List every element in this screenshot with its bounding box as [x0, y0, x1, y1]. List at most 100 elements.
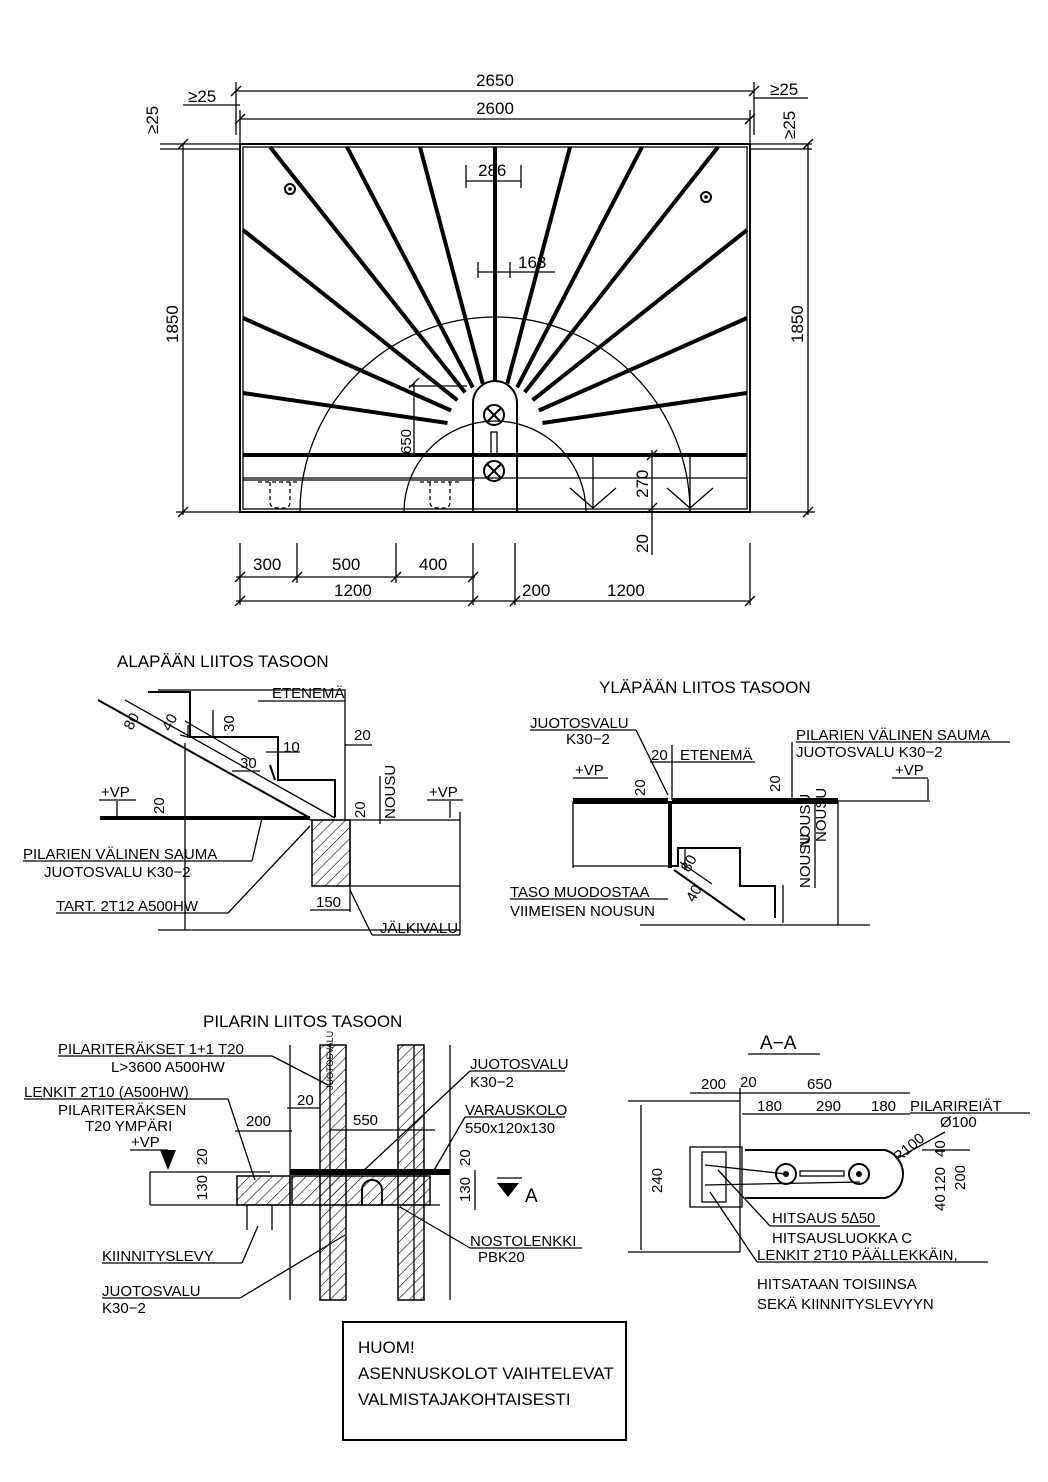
tread-line — [241, 228, 459, 402]
arc-large — [299, 316, 691, 513]
svg-text:30: 30 — [240, 755, 257, 772]
section-a-a: A−A 200 20 650 180 290 180 PILARIREIÄT Ø… — [628, 1033, 1030, 1313]
svg-text:T20 YMPÄRI: T20 YMPÄRI — [85, 1118, 172, 1135]
tread-line — [531, 228, 749, 402]
tread-line — [505, 146, 572, 385]
svg-text:40: 40 — [932, 1140, 949, 1157]
plan-outline — [239, 143, 751, 513]
svg-text:500: 500 — [332, 555, 360, 574]
svg-text:+VP: +VP — [895, 762, 924, 779]
detail-lower-connection: ALAPÄÄN LIITOS TASOON ETENEMÄ 80 40 30 1… — [23, 652, 463, 937]
tread-line — [268, 145, 467, 394]
svg-text:20: 20 — [457, 1149, 474, 1166]
svg-text:≥25: ≥25 — [780, 111, 799, 139]
svg-text:R100: R100 — [890, 1130, 928, 1166]
svg-text:40: 40 — [159, 711, 182, 734]
svg-text:PILARITERÄKSET 1+1 T20: PILARITERÄKSET 1+1 T20 — [58, 1041, 244, 1058]
tread-line — [418, 146, 485, 385]
svg-text:40: 40 — [683, 882, 706, 905]
svg-text:300: 300 — [253, 555, 281, 574]
center-column — [472, 380, 518, 512]
column-bolt-top-icon — [483, 404, 505, 426]
svg-text:130: 130 — [457, 1177, 474, 1202]
svg-text:PILARIEN VÄLINEN SAUMA: PILARIEN VÄLINEN SAUMA — [23, 846, 217, 863]
svg-text:NOUSU: NOUSU — [382, 765, 399, 819]
detail-column-connection: PILARIN LIITOS TASOON PILARITERÄKSET 1+1… — [24, 1012, 582, 1317]
svg-text:10: 10 — [283, 739, 300, 756]
svg-text:VARAUSKOLO: VARAUSKOLO — [465, 1102, 567, 1119]
svg-text:PILARITERÄKSEN: PILARITERÄKSEN — [58, 1102, 186, 1119]
svg-text:130: 130 — [194, 1175, 211, 1200]
detail-upper-title: YLÄPÄÄN LIITOS TASOON — [599, 678, 811, 697]
svg-text:Ø100: Ø100 — [940, 1114, 977, 1131]
svg-text:ETENEMÄ: ETENEMÄ — [272, 685, 345, 702]
svg-text:NOUSU: NOUSU — [813, 788, 830, 842]
svg-text:80: 80 — [121, 710, 144, 733]
svg-text:L>3600 A500HW: L>3600 A500HW — [111, 1059, 226, 1076]
svg-text:HITSAUS 5∆50: HITSAUS 5∆50 — [772, 1210, 875, 1227]
svg-text:LENKIT 2T10 PÄÄLLEKKÄIN,: LENKIT 2T10 PÄÄLLEKKÄIN, — [757, 1247, 958, 1264]
svg-text:20: 20 — [194, 1148, 211, 1165]
tread-line — [515, 146, 644, 389]
detail-lower-title: ALAPÄÄN LIITOS TASOON — [117, 652, 329, 671]
svg-text:20: 20 — [151, 797, 168, 814]
svg-text:JUOTOSVALU K30−2: JUOTOSVALU K30−2 — [44, 864, 191, 881]
svg-text:30: 30 — [221, 715, 238, 732]
svg-text:ETENEMÄ: ETENEMÄ — [680, 747, 753, 764]
svg-text:80: 80 — [678, 852, 701, 875]
svg-text:A: A — [525, 1186, 538, 1207]
svg-text:+VP: +VP — [101, 784, 130, 801]
anchor-hole-left-icon — [284, 183, 296, 195]
svg-text:180: 180 — [757, 1098, 782, 1115]
svg-text:+VP: +VP — [131, 1134, 160, 1151]
svg-text:290: 290 — [816, 1098, 841, 1115]
tread-line — [345, 146, 475, 389]
svg-text:NOUSU: NOUSU — [797, 834, 814, 888]
svg-text:≥25: ≥25 — [188, 87, 216, 106]
anchor-hole-right-icon — [700, 191, 712, 203]
tread-line — [538, 316, 748, 413]
svg-text:K30−2: K30−2 — [102, 1300, 146, 1317]
svg-text:+VP: +VP — [575, 762, 604, 779]
svg-text:150: 150 — [316, 894, 341, 911]
svg-text:20: 20 — [632, 779, 649, 796]
radiating-treads — [241, 145, 749, 425]
svg-text:TART. 2T12 A500HW: TART. 2T12 A500HW — [56, 898, 199, 915]
svg-text:2600: 2600 — [476, 99, 514, 118]
svg-text:HITSATAAN TOISIINSA: HITSATAAN TOISIINSA — [757, 1276, 917, 1293]
svg-text:1200: 1200 — [334, 581, 372, 600]
svg-text:20: 20 — [633, 534, 652, 553]
svg-text:550: 550 — [353, 1112, 378, 1129]
svg-text:20: 20 — [354, 727, 371, 744]
note-line-3: VALMISTAJAKOHTAISESTI — [358, 1390, 571, 1409]
svg-text:PILARIREIÄT: PILARIREIÄT — [910, 1098, 1002, 1115]
svg-text:200: 200 — [522, 581, 550, 600]
svg-text:NOSTOLENKKI: NOSTOLENKKI — [470, 1233, 576, 1250]
svg-text:VIIMEISEN NOUSUN: VIIMEISEN NOUSUN — [510, 903, 655, 920]
tread-line — [242, 316, 452, 413]
svg-text:200: 200 — [701, 1076, 726, 1093]
svg-text:K30−2: K30−2 — [566, 731, 610, 748]
svg-text:20: 20 — [651, 747, 668, 764]
tread-line — [523, 145, 720, 394]
svg-text:286: 286 — [478, 161, 506, 180]
svg-text:550x120x130: 550x120x130 — [465, 1120, 555, 1137]
svg-text:20: 20 — [740, 1074, 757, 1091]
svg-text:TASO MUODOSTAA: TASO MUODOSTAA — [510, 884, 649, 901]
section-title: A−A — [760, 1033, 797, 1054]
detail-column-title: PILARIN LIITOS TASOON — [203, 1012, 402, 1031]
svg-text:400: 400 — [419, 555, 447, 574]
svg-text:1850: 1850 — [163, 305, 182, 343]
svg-text:NOUSU: NOUSU — [797, 794, 814, 848]
svg-text:1200: 1200 — [607, 581, 645, 600]
svg-text:40: 40 — [932, 1194, 949, 1211]
plan-view: 2650 2600 ≥25 ≥25 ≥25 ≥25 1850 1850 286 … — [143, 71, 815, 607]
svg-text:163: 163 — [518, 253, 546, 272]
note-box: HUOM! ASENNUSKOLOT VAIHTELEVAT VALMISTAJ… — [342, 1321, 627, 1441]
svg-text:JÄLKIVALU: JÄLKIVALU — [380, 920, 458, 937]
svg-text:JUOTOSVALU K30−2: JUOTOSVALU K30−2 — [796, 744, 943, 761]
svg-text:HITSAUSLUOKKA C: HITSAUSLUOKKA C — [772, 1230, 912, 1247]
column-slot — [490, 431, 498, 457]
svg-text:650: 650 — [398, 429, 415, 454]
